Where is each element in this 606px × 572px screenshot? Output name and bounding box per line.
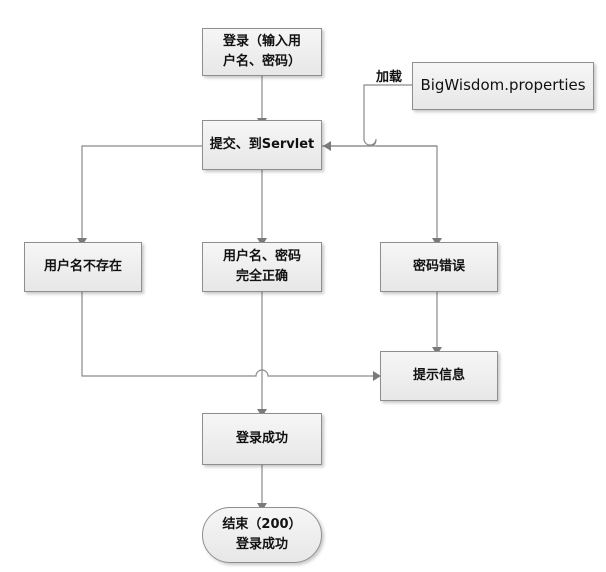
node-end[interactable]: 结束（200） 登录成功	[202, 507, 322, 563]
node-all-correct[interactable]: 用户名、密码完全正确	[202, 242, 322, 292]
node-login[interactable]: 登录（输入用户名、密码）	[202, 28, 322, 76]
node-no-user-label: 用户名不存在	[43, 258, 122, 274]
node-end-line1: 结束（200）	[222, 516, 302, 532]
node-submit[interactable]: 提交、到Servlet	[202, 120, 322, 170]
node-pwd-error[interactable]: 密码错误	[380, 242, 498, 292]
arrow-hint-left	[373, 371, 381, 381]
node-login-label: 登录（输入用户名、密码）	[222, 33, 301, 69]
node-all-correct-label: 用户名、密码完全正确	[222, 248, 301, 284]
node-end-text: 结束（200） 登录成功	[222, 515, 301, 555]
node-properties-label: BigWisdom.properties	[420, 76, 586, 95]
node-submit-label: 提交、到Servlet	[209, 136, 315, 152]
node-no-user[interactable]: 用户名不存在	[24, 242, 142, 292]
node-end-line2: 登录成功	[235, 537, 288, 552]
node-login-ok[interactable]: 登录成功	[202, 413, 322, 465]
edge-nouser-hint	[81, 292, 373, 377]
node-login-ok-label: 登录成功	[235, 430, 288, 446]
node-properties[interactable]: BigWisdom.properties	[412, 62, 594, 110]
node-hint-label: 提示信息	[412, 367, 465, 383]
node-pwd-error-label: 密码错误	[412, 258, 465, 274]
edge-label-load: 加载	[376, 70, 403, 85]
edge-submit-nouser	[81, 145, 202, 238]
node-hint[interactable]: 提示信息	[380, 351, 498, 401]
edge-submit-pwderror	[321, 145, 438, 238]
arrow-submit-right	[323, 141, 331, 151]
